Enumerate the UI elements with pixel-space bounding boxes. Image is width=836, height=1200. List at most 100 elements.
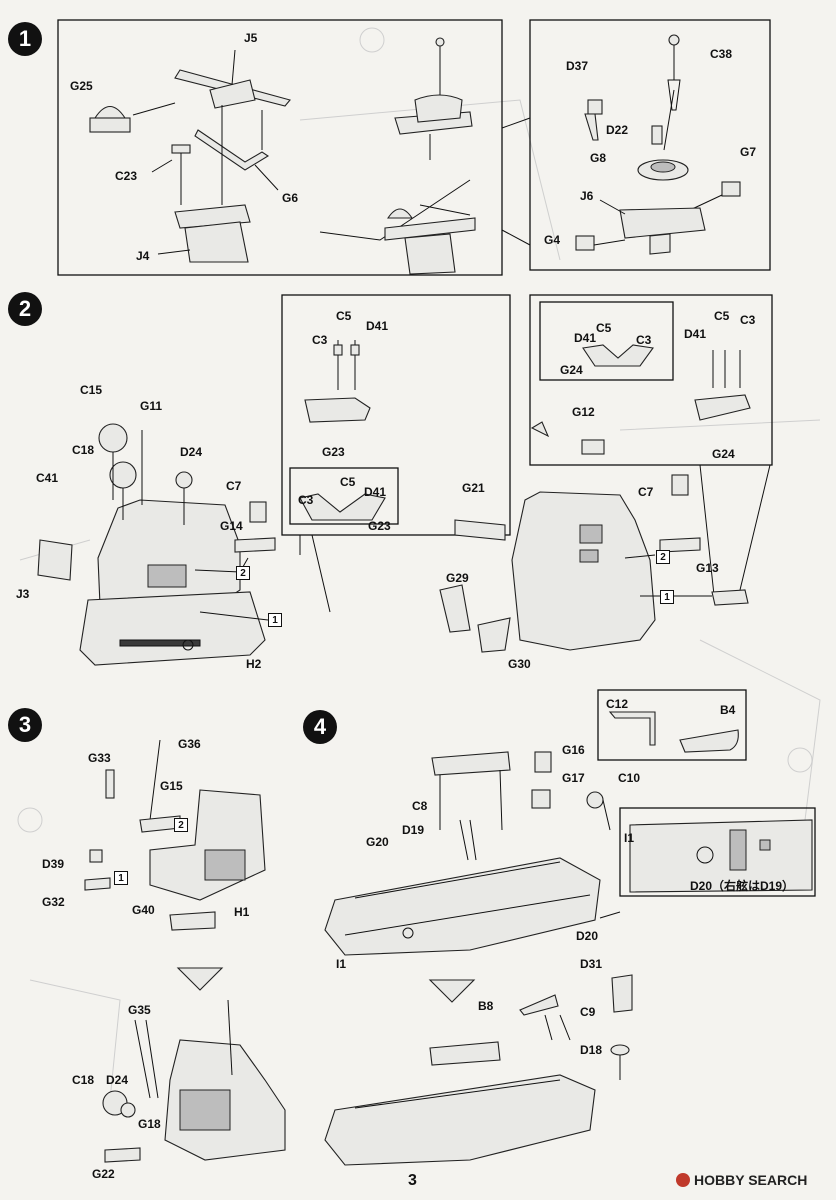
part-label: G20 xyxy=(366,835,389,849)
part-label: G14 xyxy=(220,519,243,533)
callout-1: 1 xyxy=(114,871,128,885)
callout-1: 1 xyxy=(660,590,674,604)
part-label: D19 xyxy=(402,823,425,837)
step2-right-box xyxy=(529,294,773,466)
part-label: C7 xyxy=(638,485,654,499)
part-label: C18 xyxy=(72,1073,95,1087)
part-label: G33 xyxy=(88,751,111,765)
part-c7-left xyxy=(234,501,276,553)
step1-detail-box xyxy=(529,19,771,271)
part-c23 xyxy=(151,144,191,205)
part-g25 xyxy=(89,102,176,133)
part-g12-etc xyxy=(530,421,605,455)
hull-assembled xyxy=(324,974,633,1166)
part-d22 xyxy=(651,125,663,145)
part-label: C41 xyxy=(36,471,59,485)
part-label: I1 xyxy=(624,831,635,845)
part-j4 xyxy=(157,105,251,263)
part-label: I1 xyxy=(336,957,347,971)
part-label: G32 xyxy=(42,895,65,909)
part-label: G7 xyxy=(740,145,757,159)
part-label: J6 xyxy=(580,189,594,203)
part-label: G17 xyxy=(562,771,585,785)
part-label: C23 xyxy=(115,169,138,183)
step3-top xyxy=(84,739,266,931)
part-label: G18 xyxy=(138,1117,161,1131)
part-label: C5 xyxy=(340,475,356,489)
part-g24-detail xyxy=(582,344,751,421)
part-label: D31 xyxy=(580,957,603,971)
mast-assembly xyxy=(394,37,473,160)
part-d37 xyxy=(584,99,603,141)
watermark-text: HOBBY SEARCH xyxy=(694,1172,808,1188)
part-label: G23 xyxy=(368,519,391,533)
part-label: G15 xyxy=(160,779,183,793)
watermark: HOBBY SEARCH xyxy=(676,1172,807,1188)
part-label: G35 xyxy=(128,1003,151,1017)
part-label: G22 xyxy=(92,1167,115,1181)
i1-detail xyxy=(629,819,813,893)
part-label: C15 xyxy=(80,383,103,397)
step-3-marker: 3 xyxy=(8,708,42,742)
part-label: J4 xyxy=(136,249,150,263)
callout-1: 1 xyxy=(268,613,282,627)
callout-2: 2 xyxy=(656,550,670,564)
callout-2: 2 xyxy=(236,566,250,580)
part-label: J5 xyxy=(244,31,258,45)
part-label: B4 xyxy=(720,703,736,717)
page-number: 3 xyxy=(408,1172,417,1189)
part-label: J3 xyxy=(16,587,30,601)
part-g8 xyxy=(637,159,689,181)
part-label: G25 xyxy=(70,79,93,93)
bridge-left-h2 xyxy=(37,499,266,666)
part-label: G13 xyxy=(696,561,719,575)
step4-i1-box xyxy=(619,807,816,897)
hobby-search-logo-icon xyxy=(676,1173,690,1187)
part-label: C7 xyxy=(226,479,242,493)
step-2-marker: 2 xyxy=(8,292,42,326)
part-label: D41 xyxy=(684,327,707,341)
step-4-marker: 4 xyxy=(303,710,337,744)
part-label: G4 xyxy=(544,233,561,247)
part-g7 xyxy=(689,181,741,211)
part-label: G11 xyxy=(140,399,163,413)
part-label: D24 xyxy=(106,1073,129,1087)
part-label: C3 xyxy=(636,333,652,347)
part-label: G30 xyxy=(508,657,531,671)
part-label: B8 xyxy=(478,999,494,1013)
step2-right-inner xyxy=(539,301,674,381)
part-label: C5 xyxy=(596,321,612,335)
part-label: H2 xyxy=(246,657,262,671)
part-label: G6 xyxy=(282,191,299,205)
part-c38 xyxy=(663,34,681,151)
detail-pointer xyxy=(501,117,531,246)
part-label: D24 xyxy=(180,445,203,459)
part-j6 xyxy=(599,199,706,255)
down-arrow-icon xyxy=(428,979,476,1003)
step2-inner-detail xyxy=(289,467,399,525)
domes-left xyxy=(98,423,193,525)
part-g23 xyxy=(299,340,386,521)
arrow xyxy=(319,179,471,241)
part-label: C12 xyxy=(606,697,629,711)
down-arrow-icon xyxy=(176,967,224,991)
part-label: D20 xyxy=(576,929,599,943)
part-label: C8 xyxy=(412,799,428,813)
bridge-right xyxy=(439,474,749,653)
part-label: D41 xyxy=(366,319,389,333)
part-label: G24 xyxy=(712,447,735,461)
part-label: D22 xyxy=(606,123,629,137)
part-label: G21 xyxy=(462,481,485,495)
part-label: H1 xyxy=(234,905,250,919)
step3-assembled xyxy=(102,999,286,1163)
part-j5 xyxy=(174,49,291,109)
callout-2: 2 xyxy=(174,818,188,832)
step1-main-box xyxy=(57,19,503,276)
part-label: C5 xyxy=(336,309,352,323)
part-label: G36 xyxy=(178,737,201,751)
part-label: D18 xyxy=(580,1043,603,1057)
part-label: G8 xyxy=(590,151,607,165)
part-g4 xyxy=(575,235,626,251)
part-label: D39 xyxy=(42,857,65,871)
